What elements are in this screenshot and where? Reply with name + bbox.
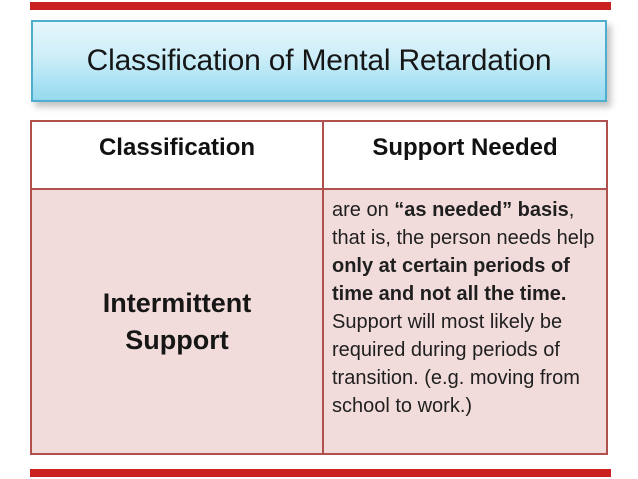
table-row: Intermittent Support are on “as needed” … <box>30 188 608 455</box>
header-classification: Classification <box>30 120 324 190</box>
support-description: are on “as needed” basis, that is, the p… <box>332 199 595 417</box>
slide-title: Classification of Mental Retardation <box>86 44 552 77</box>
slide-title-box: Classification of Mental Retardation <box>31 20 607 102</box>
bottom-accent-bar <box>30 469 611 477</box>
cell-classification: Intermittent Support <box>30 188 324 455</box>
top-accent-bar <box>30 2 611 10</box>
cell-support-needed: are on “as needed” basis, that is, the p… <box>322 188 608 455</box>
classification-label: Intermittent Support <box>102 288 252 355</box>
header-support-needed: Support Needed <box>322 120 608 190</box>
table-header-row: Classification Support Needed <box>30 120 608 190</box>
classification-table: Classification Support Needed Intermitte… <box>30 120 608 455</box>
